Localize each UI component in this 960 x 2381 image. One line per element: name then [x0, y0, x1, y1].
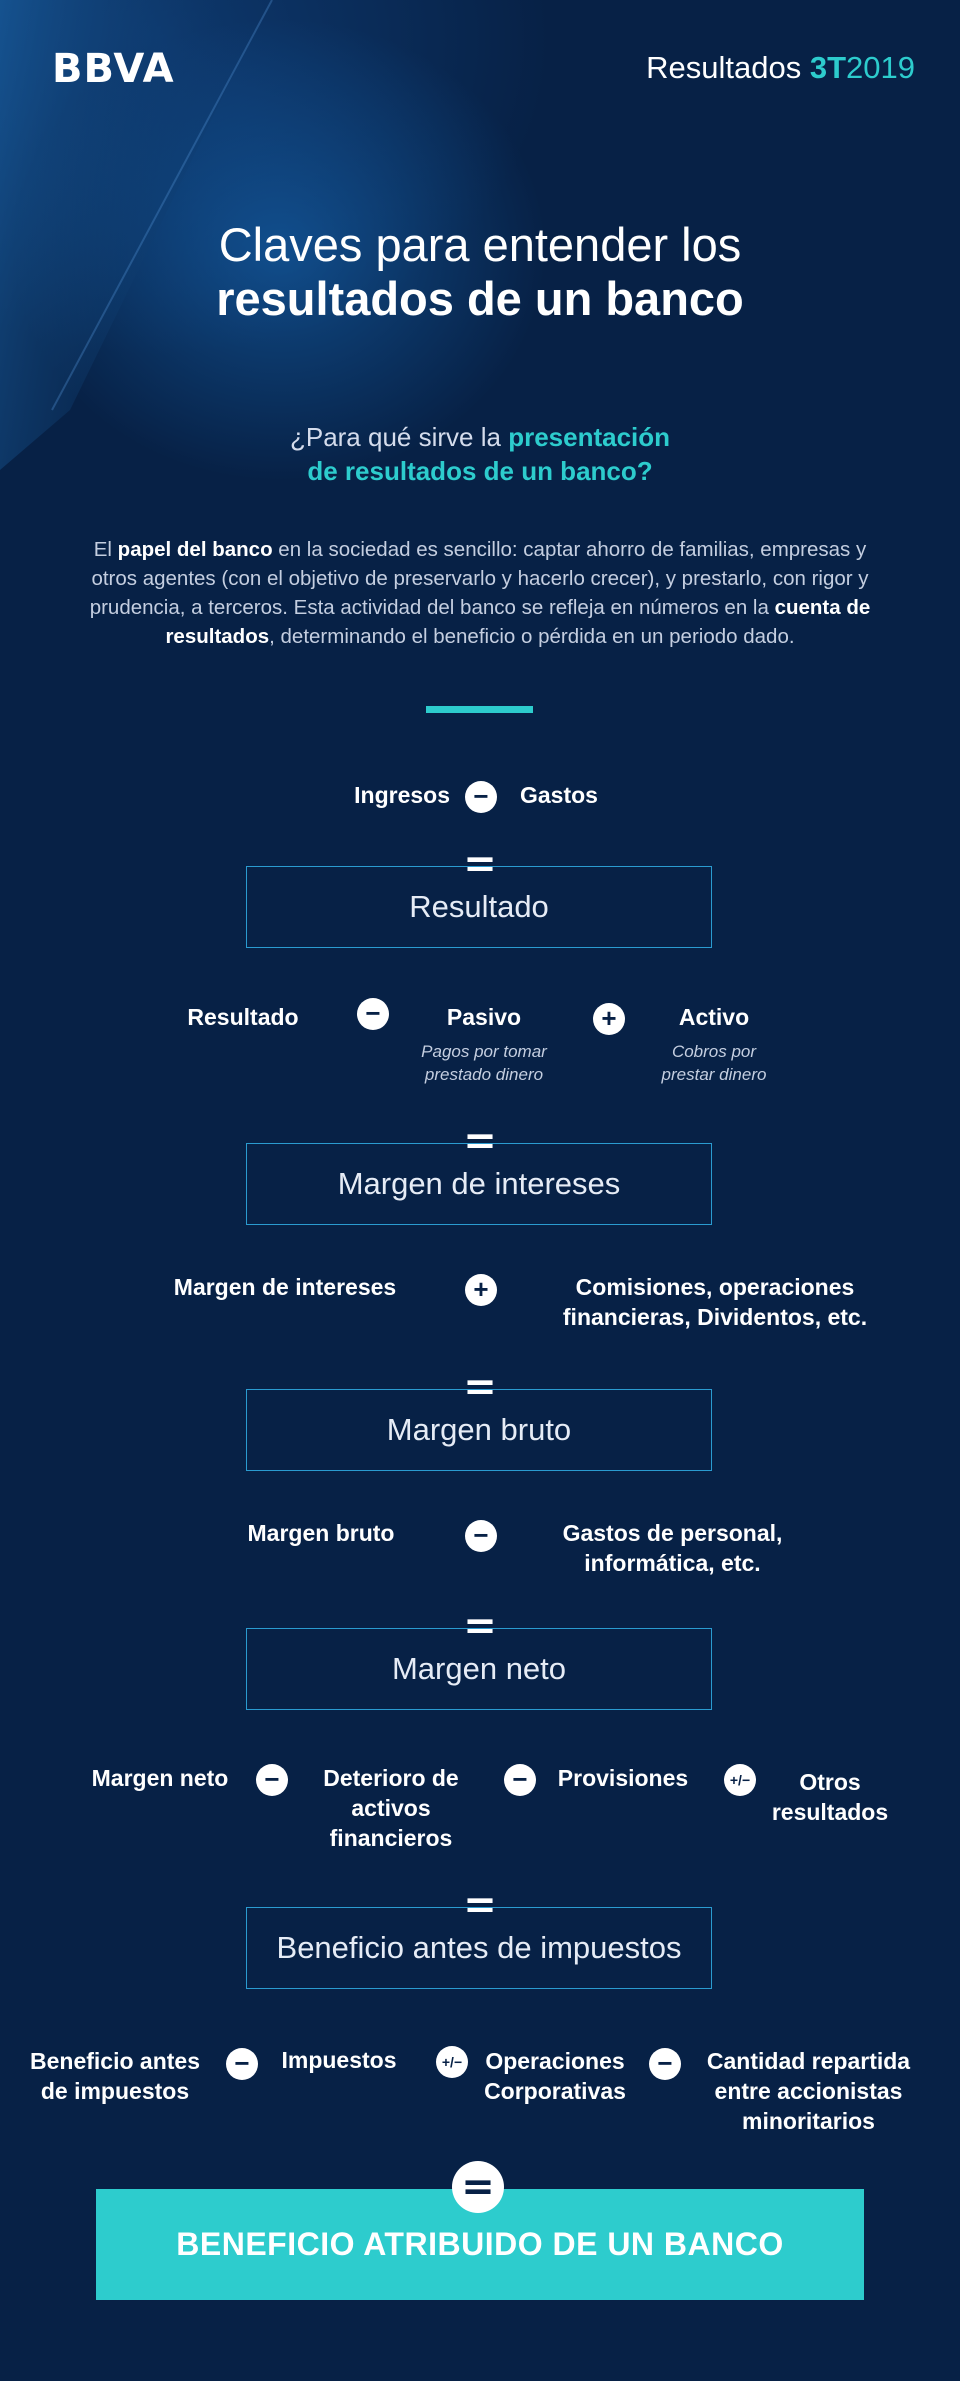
otros-resultados-label: Otros resultados: [760, 1767, 900, 1827]
gastos-personal-label: Gastos de personal, informática, etc.: [540, 1518, 805, 1578]
resultado-label: Resultado: [187, 1004, 299, 1030]
comisiones-line-2: financieras, Dividentos, etc.: [562, 1304, 868, 1330]
equals-circle-icon: =: [452, 2161, 504, 2213]
minus-icon: −: [357, 998, 389, 1030]
minus-icon: −: [226, 2048, 258, 2080]
intro-text-2: en la sociedad es sencillo: captar ahorr…: [89, 538, 869, 619]
intro-text-3: , determinando el beneficio o pérdida en…: [269, 625, 795, 648]
margen-neto-label: Margen neto: [91, 1765, 229, 1791]
equals-icon: =: [463, 1364, 497, 1410]
question-highlight-2: de resultados de un banco?: [307, 456, 653, 486]
impuestos-label: Impuestos: [281, 2047, 397, 2073]
equals-icon: =: [463, 1603, 497, 1649]
pasivo-label: Pasivo: [446, 1004, 522, 1030]
plus-icon: +: [593, 1003, 625, 1035]
activo-note-line-1: Cobros por: [671, 1042, 757, 1061]
equals-icon: =: [463, 1882, 497, 1928]
gastos-personal-line-1: Gastos de personal,: [562, 1520, 783, 1546]
beneficio-line-1: Beneficio antes: [30, 2048, 200, 2074]
operaciones-line-2: Corporativas: [484, 2078, 626, 2104]
minus-icon: −: [465, 1520, 497, 1552]
minus-icon: −: [649, 2048, 681, 2080]
resultado-box: Resultado: [246, 866, 712, 948]
minus-icon: −: [256, 1764, 288, 1796]
deterioro-line-2: activos: [351, 1795, 431, 1821]
otros-line-2: resultados: [771, 1799, 889, 1825]
minus-icon: −: [465, 781, 497, 813]
plus-minus-icon: +/−: [724, 1764, 756, 1796]
title-line-2: resultados de un banco: [216, 272, 744, 325]
pasivo-note-line-2: prestado dinero: [424, 1065, 544, 1084]
cantidad-repartida-label: Cantidad repartida entre accionistas minor…: [690, 2046, 927, 2136]
title-line-1: Claves para entender los: [218, 218, 742, 271]
section-divider: [426, 706, 533, 713]
margen-bruto-label: Margen bruto: [247, 1520, 395, 1546]
minus-icon: −: [504, 1764, 536, 1796]
comisiones-label: Comisiones, operaciones financieras, Divi…: [555, 1272, 875, 1332]
intro-bold-2: cuenta de resultados: [165, 596, 871, 648]
cantidad-line-3: minoritarios: [742, 2108, 875, 2134]
equals-icon: =: [463, 1118, 497, 1164]
margen-neto-box: Margen neto: [246, 1628, 712, 1710]
report-period: Resultados 3T2019: [646, 50, 915, 86]
deterioro-label: Deterioro de activos financieros: [296, 1763, 486, 1853]
equals-icon: =: [463, 841, 497, 887]
question-highlight-1: presentación: [508, 422, 671, 452]
deterioro-line-3: financieros: [329, 1825, 453, 1851]
beneficio-antes-impuestos-box: Beneficio antes de impuestos: [246, 1907, 712, 1989]
plus-icon: +: [465, 1274, 497, 1306]
comisiones-line-1: Comisiones, operaciones: [575, 1274, 855, 1300]
activo-label: Activo: [678, 1004, 750, 1030]
beneficio-atribuido-banner: BENEFICIO ATRIBUIDO DE UN BANCO: [96, 2189, 864, 2300]
provisiones-label: Provisiones: [557, 1765, 689, 1791]
cantidad-line-2: entre accionistas: [714, 2078, 903, 2104]
plus-minus-icon: +/−: [436, 2046, 468, 2078]
activo-note-line-2: prestar dinero: [661, 1065, 767, 1084]
intro-bold-1: papel del banco: [117, 538, 273, 561]
activo-note: Cobros por prestar dinero: [630, 1040, 798, 1086]
pasivo-note: Pagos por tomar prestado dinero: [400, 1040, 568, 1086]
beneficio-antes-impuestos-label: Beneficio antes de impuestos: [15, 2046, 215, 2106]
bbva-logo[interactable]: BBVA: [52, 46, 175, 92]
gastos-label: Gastos: [520, 782, 598, 808]
gastos-personal-line-2: informática, etc.: [584, 1550, 761, 1576]
pasivo-note-line-1: Pagos por tomar: [421, 1042, 547, 1061]
operaciones-line-1: Operaciones: [485, 2048, 625, 2074]
beneficio-line-2: de impuestos: [40, 2078, 190, 2104]
section-question: ¿Para qué sirve la presentación de resul…: [0, 420, 960, 488]
intro-paragraph: El papel del banco en la sociedad es sen…: [70, 535, 890, 651]
margen-intereses-label: Margen de intereses: [173, 1274, 397, 1300]
margen-intereses-box: Margen de intereses: [246, 1143, 712, 1225]
report-quarter: 3T: [809, 50, 847, 85]
otros-line-1: Otros: [799, 1769, 861, 1795]
intro-text-1: El: [93, 538, 118, 561]
ingresos-label: Ingresos: [354, 782, 450, 808]
report-year: 2019: [846, 50, 915, 85]
report-prefix: Resultados: [646, 50, 810, 85]
deterioro-line-1: Deterioro de: [323, 1765, 459, 1791]
question-text: ¿Para qué sirve la: [289, 422, 509, 452]
margen-bruto-box: Margen bruto: [246, 1389, 712, 1471]
page-title: Claves para entender los resultados de u…: [0, 218, 960, 326]
cantidad-line-1: Cantidad repartida: [706, 2048, 911, 2074]
